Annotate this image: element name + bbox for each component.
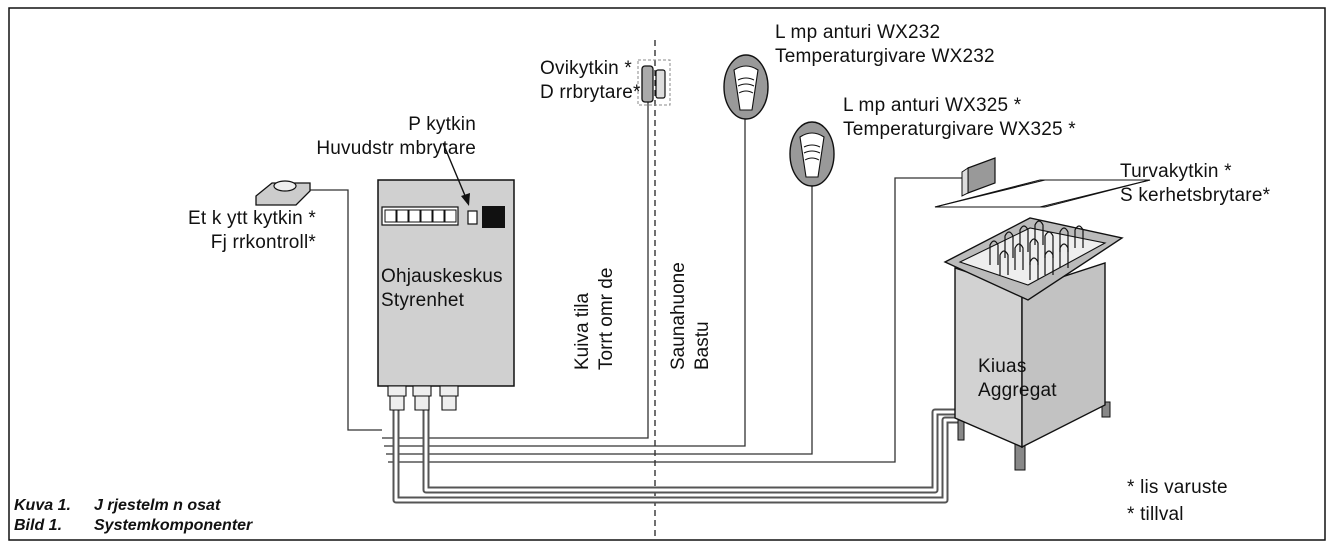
wire-sensor-wx325 bbox=[386, 178, 813, 455]
sensor-wx232-label-fi: L mp anturi WX232 bbox=[775, 22, 941, 43]
wire-remote bbox=[310, 189, 382, 431]
dry-area-label-fi: Kuiva tila bbox=[572, 292, 593, 370]
heater-label-sv: Aggregat bbox=[978, 380, 1057, 401]
caption-title-sv: Systemkomponenter bbox=[94, 517, 253, 534]
safety-switch-label-sv: S kerhetsbrytare* bbox=[1120, 185, 1271, 206]
door-switch-label-fi: Ovikytkin * bbox=[540, 58, 632, 79]
heater-label-fi: Kiuas bbox=[978, 356, 1027, 377]
safety-plate bbox=[934, 179, 1151, 208]
control-unit-label-fi: Ohjauskeskus bbox=[381, 266, 503, 287]
sensor-wx232-label: L mp anturi WX232 Temperaturgivare WX232 bbox=[775, 21, 995, 69]
power-cables bbox=[392, 408, 958, 504]
main-switch-label-sv: Huvudstr mbrytare bbox=[316, 138, 476, 159]
remote-control-device bbox=[255, 180, 311, 206]
wire-door-switch bbox=[382, 95, 649, 439]
heater-unit bbox=[943, 217, 1124, 471]
caption-figure-number-fi: Kuva 1. bbox=[14, 497, 71, 514]
dry-area-label-sv: Torrt omr de bbox=[596, 267, 617, 370]
optional-note-fi: * lis varuste bbox=[1127, 477, 1228, 498]
wire-sensor-wx232 bbox=[384, 110, 746, 447]
dry-area-label: Kuiva tila Torrt omr de bbox=[571, 268, 619, 370]
main-switch-label-fi: P kytkin bbox=[408, 114, 476, 135]
sensor-wx325-device bbox=[789, 121, 835, 187]
sensor-wx325-label-fi: L mp anturi WX325 * bbox=[843, 95, 1022, 116]
optional-note-sv: * tillval bbox=[1127, 504, 1184, 525]
control-unit-box bbox=[377, 179, 515, 411]
sauna-room-label: Saunahuone Bastu bbox=[667, 262, 715, 370]
main-switch-arrow bbox=[442, 142, 470, 206]
sensor-wx325-label-sv: Temperaturgivare WX325 * bbox=[843, 119, 1076, 140]
safety-switch-label: Turvakytkin * S kerhetsbrytare* bbox=[1120, 160, 1270, 208]
caption-line-1: Kuva 1. J rjestelm n osat bbox=[14, 497, 220, 515]
main-switch-label: P kytkin Huvudstr mbrytare bbox=[200, 113, 476, 161]
remote-label-sv: Fj rrkontroll* bbox=[210, 232, 316, 253]
optional-note: * lis varuste * tillval bbox=[1127, 474, 1228, 528]
thin-wires bbox=[310, 95, 968, 463]
door-switch-label: Ovikytkin * D rrbrytare* bbox=[540, 57, 641, 105]
caption-line-2: Bild 1. Systemkomponenter bbox=[14, 517, 252, 535]
heater-label: Kiuas Aggregat bbox=[978, 355, 1057, 403]
remote-label-fi: Et k ytt kytkin * bbox=[188, 208, 316, 229]
control-unit-label: Ohjauskeskus Styrenhet bbox=[381, 265, 503, 313]
safety-switch-label-fi: Turvakytkin * bbox=[1120, 161, 1232, 182]
control-unit-label-sv: Styrenhet bbox=[381, 290, 465, 311]
caption-title-fi: J rjestelm n osat bbox=[94, 497, 221, 514]
sensor-wx232-device bbox=[723, 54, 769, 120]
sensor-wx232-label-sv: Temperaturgivare WX232 bbox=[775, 46, 995, 67]
frame-border bbox=[8, 7, 1326, 541]
sauna-room-label-sv: Bastu bbox=[692, 321, 713, 370]
caption-figure-number-sv: Bild 1. bbox=[14, 517, 63, 534]
wire-safety-switch bbox=[388, 177, 968, 463]
door-switch-label-sv: D rrbrytare* bbox=[540, 82, 641, 103]
sensor-wx325-label: L mp anturi WX325 * Temperaturgivare WX3… bbox=[843, 94, 1076, 142]
door-switch-device bbox=[637, 59, 671, 106]
remote-label: Et k ytt kytkin * Fj rrkontroll* bbox=[60, 207, 316, 255]
sauna-room-label-fi: Saunahuone bbox=[668, 262, 689, 370]
